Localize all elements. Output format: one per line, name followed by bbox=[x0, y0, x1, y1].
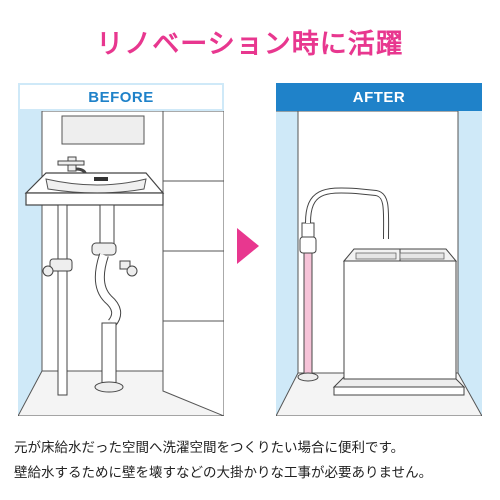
after-panel: AFTER bbox=[276, 83, 482, 416]
caption-line-1: 元が床給水だった空間へ洗濯空間をつくりたい場合に便利です。 bbox=[14, 440, 405, 456]
headline: リノベーション時に活躍 bbox=[96, 29, 404, 60]
arrow-right-icon bbox=[237, 228, 259, 264]
caption-line-2: 壁給水するために壁を壊すなどの大掛かりな工事が必要ありません。 bbox=[14, 465, 433, 481]
after-label: AFTER bbox=[276, 83, 482, 111]
before-panel: BEFORE bbox=[18, 83, 224, 416]
before-illustration bbox=[18, 111, 224, 416]
after-illustration bbox=[276, 111, 482, 416]
before-label: BEFORE bbox=[20, 85, 222, 109]
